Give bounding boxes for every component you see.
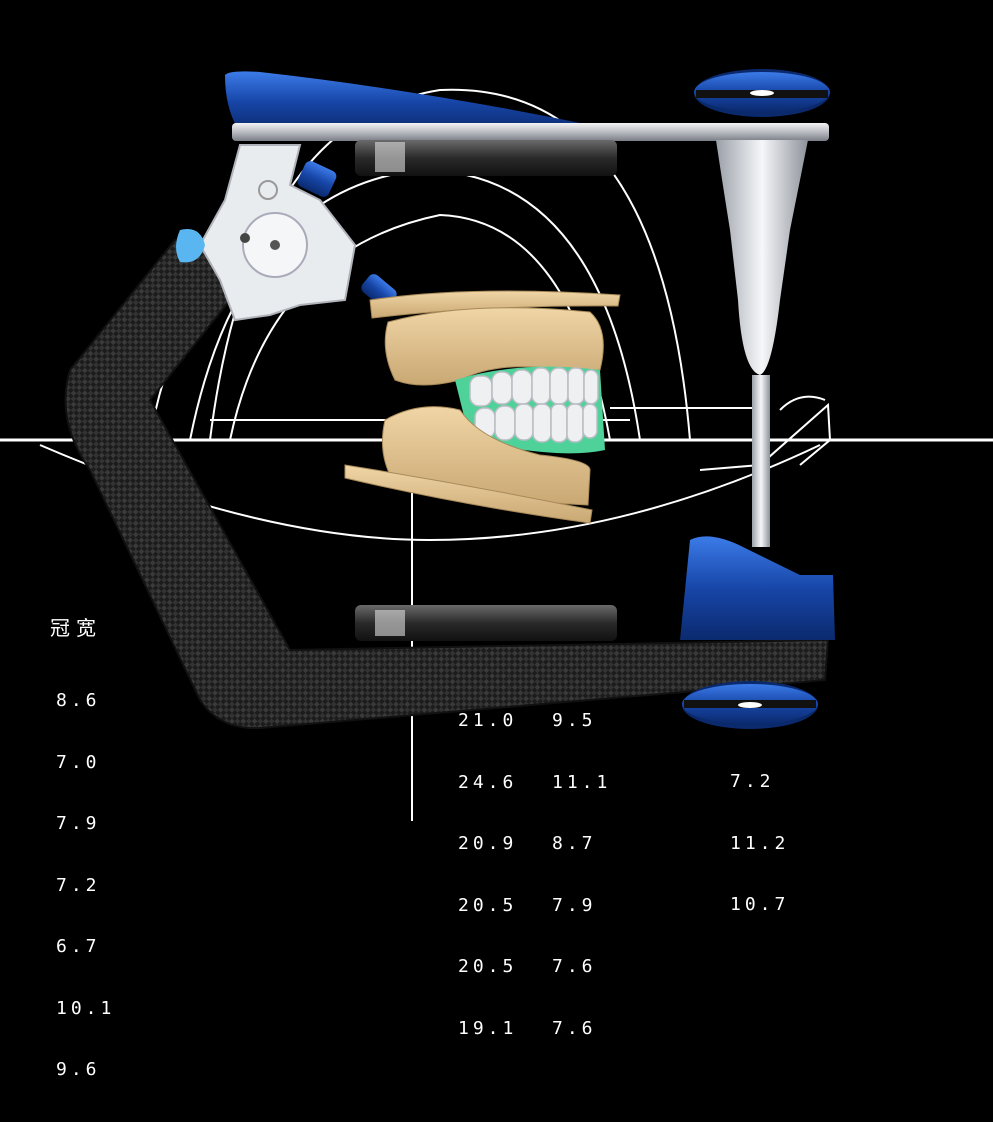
carbon-arm — [64, 238, 830, 730]
crown-width-value: 7.0 — [56, 751, 101, 773]
mid-table-value: 7.9 — [552, 894, 597, 916]
crown-width-value: 7.9 — [56, 813, 101, 834]
upper-mount-plate — [355, 140, 617, 176]
3d-viewport[interactable]: 冠宽 8.6 7.0 7.9 7.2 6.7 10.1 9.6 21.0 24.… — [0, 0, 993, 1080]
incisal-table — [680, 536, 835, 640]
mid-table-value: 24.6 — [458, 771, 518, 793]
upper-blue-wing — [225, 71, 590, 132]
mid-table-column-a: 21.0 24.6 20.9 20.5 20.5 19.1 — [458, 670, 517, 1080]
crown-width-value: 7.2 — [56, 874, 101, 896]
condylar-joint[interactable] — [176, 144, 399, 322]
mid-table-value: 7.6 — [552, 1017, 597, 1039]
mid-table-value: 19.1 — [458, 1017, 518, 1039]
lower-right-knob[interactable] — [682, 681, 818, 729]
crown-width-value: 9.6 — [56, 1059, 101, 1080]
mid-table-value: 9.5 — [552, 710, 597, 731]
right-column-value: 10.7 — [730, 894, 790, 915]
lower-dental-model — [344, 406, 593, 524]
lower-mount-plate — [355, 605, 617, 641]
mid-table-value: 20.9 — [458, 833, 518, 854]
crown-width-column: 8.6 7.0 7.9 7.2 6.7 10.1 9.6 — [56, 650, 115, 1122]
crown-width-value: 8.6 — [56, 690, 101, 711]
mid-table-value: 20.5 — [458, 956, 518, 977]
crown-width-title: 冠宽 — [50, 616, 102, 640]
mid-table-value: 21.0 — [458, 710, 518, 731]
upper-right-knob[interactable] — [694, 69, 830, 117]
incisal-pin — [752, 375, 770, 547]
mid-table-value: 7.6 — [552, 956, 597, 977]
upper-metal-bar — [232, 123, 829, 141]
right-column-value: 7.2 — [730, 771, 775, 792]
teeth-set — [455, 366, 605, 454]
mid-table-value: 11.1 — [552, 771, 612, 793]
mid-table-value: 20.5 — [458, 894, 518, 916]
upper-dental-model — [369, 290, 621, 386]
articulator-scene[interactable] — [0, 0, 993, 821]
crown-width-value: 6.7 — [56, 936, 101, 957]
mid-table-value: 8.7 — [552, 833, 597, 854]
right-column-value: 11.2 — [730, 832, 790, 854]
mid-table-column-b: 9.5 11.1 8.7 7.9 7.6 7.6 — [552, 670, 611, 1080]
right-column: 7.2 11.2 10.7 — [730, 731, 789, 957]
crown-width-value: 10.1 — [56, 997, 116, 1019]
incisal-pin-housing — [716, 140, 808, 375]
